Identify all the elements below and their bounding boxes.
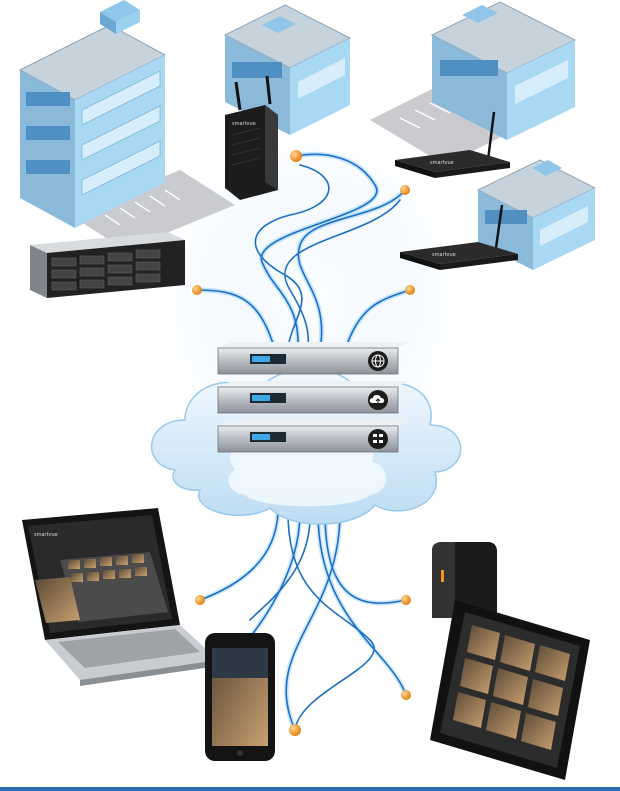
storage-server-icon bbox=[30, 232, 185, 298]
multi-story-building-icon bbox=[18, 0, 167, 228]
server-rack-cloud-tools bbox=[217, 420, 410, 453]
server-rack-cloud-upload bbox=[217, 381, 410, 414]
laptop-brand-label: smartvue bbox=[34, 532, 58, 538]
external-drive-icon bbox=[432, 542, 497, 618]
building-icon bbox=[476, 159, 597, 270]
node-dot bbox=[290, 150, 302, 162]
connection-nodes bbox=[192, 150, 415, 736]
wireless-router-icon: smartvue bbox=[225, 75, 278, 200]
node-dot bbox=[195, 595, 205, 605]
server-rack-globe bbox=[217, 342, 410, 375]
device-brand-label: smartvue bbox=[232, 121, 256, 127]
node-dot bbox=[289, 724, 301, 736]
parking-lot-left bbox=[70, 170, 235, 250]
building-icon bbox=[430, 1, 577, 140]
building-icon bbox=[223, 4, 352, 135]
cloud-tools-icon bbox=[368, 429, 388, 449]
node-dot bbox=[401, 690, 411, 700]
bottom-rule bbox=[0, 787, 620, 791]
node-dot bbox=[405, 285, 415, 295]
device-brand-label: smartvue bbox=[432, 252, 456, 258]
laptop-icon: smartvue bbox=[22, 508, 218, 686]
smartphone-icon bbox=[205, 633, 275, 761]
node-dot bbox=[192, 285, 202, 295]
antenna-appliance-icon: smartvue bbox=[395, 111, 510, 178]
node-dot bbox=[400, 185, 410, 195]
tablet-icon bbox=[430, 600, 590, 780]
node-dot bbox=[401, 595, 411, 605]
device-brand-label: smartvue bbox=[430, 160, 454, 166]
antenna-appliance-icon: smartvue bbox=[400, 204, 518, 270]
top-links bbox=[194, 151, 413, 353]
